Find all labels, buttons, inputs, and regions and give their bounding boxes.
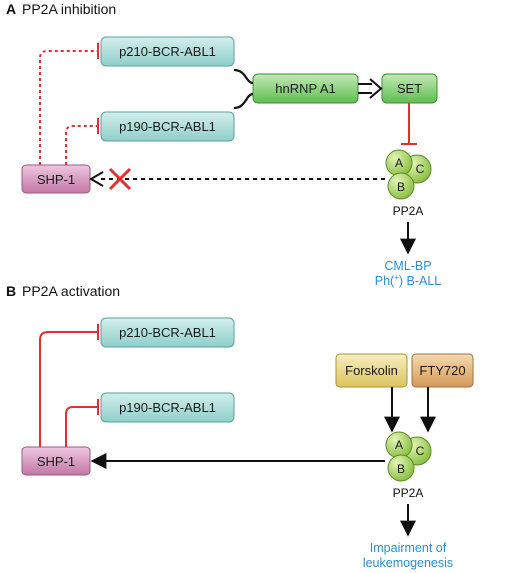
forskolin-box: Forskolin xyxy=(335,353,408,388)
panel-a-pp2a-b-label: B xyxy=(397,180,405,194)
panel-a-letter: A xyxy=(6,1,16,17)
panel-b-p210-box: p210-BCR-ABL1 xyxy=(100,317,235,348)
panel-a-shp1-inhibits-p190 xyxy=(65,118,99,165)
panel-a-shp1-inhibits-p210 xyxy=(39,43,99,165)
panel-a-p210-to-hnrnp-line xyxy=(233,68,254,85)
blocked-x-icon xyxy=(108,167,132,191)
panel-b-pp2a-label: PP2A xyxy=(393,486,424,500)
panel-a-shp1-arrowhead xyxy=(89,171,104,187)
panel-b-pp2a-c-label: C xyxy=(416,444,425,458)
panel-b-p190-label: p190-BCR-ABL1 xyxy=(119,400,216,415)
panel-a-p190-box: p190-BCR-ABL1 xyxy=(100,111,235,142)
panel-a-set-box: SET xyxy=(381,73,438,104)
panel-a-set-label: SET xyxy=(397,81,422,96)
panel-a-pp2a-c-label: C xyxy=(416,162,425,176)
panel-a-pp2a-a-label: A xyxy=(395,156,403,170)
panel-b-p190-box: p190-BCR-ABL1 xyxy=(100,392,235,423)
panel-a-p190-label: p190-BCR-ABL1 xyxy=(119,119,216,134)
panel-b-pp2a-a-label: A xyxy=(395,438,403,452)
panel-b-shp1-box: SHP-1 xyxy=(21,446,91,476)
panel-a-shp1-label: SHP-1 xyxy=(37,172,75,187)
panel-b-letter: B xyxy=(6,283,16,299)
fty720-label: FTY720 xyxy=(419,363,465,378)
panel-a-outcome-line2: Ph(+) B-ALL xyxy=(375,273,442,288)
panel-b-outcome-line2: leukemogenesis xyxy=(363,556,453,570)
panel-a-p190-to-hnrnp-line xyxy=(233,92,254,110)
panel-a-pp2a-complex: A C B xyxy=(385,149,432,200)
panel-b-outcome-line1: Impairment of xyxy=(370,541,447,555)
panel-a-p210-box: p210-BCR-ABL1 xyxy=(100,36,235,67)
panel-a-hnrnp-label: hnRNP A1 xyxy=(275,81,335,96)
panel-a-pp2a-label: PP2A xyxy=(393,204,424,218)
forskolin-label: Forskolin xyxy=(345,363,398,378)
panel-a-p210-label: p210-BCR-ABL1 xyxy=(119,44,216,59)
panel-b-shp1-label: SHP-1 xyxy=(37,454,75,469)
fty720-box: FTY720 xyxy=(411,353,474,388)
panel-a-hnrnp-to-set-arrow xyxy=(358,78,383,99)
panel-b-shp1-inhibits-p190 xyxy=(65,399,99,447)
panel-b-title: PP2A activation xyxy=(22,283,120,299)
panel-a-pp2a-subunit-b xyxy=(387,172,415,200)
panel-b-pp2a-complex: A C B xyxy=(385,431,432,482)
panel-a-set-inhibits-pp2a xyxy=(401,103,417,145)
panel-b-pp2a-subunit-b xyxy=(387,454,415,482)
panel-a-hnrnp-box: hnRNP A1 xyxy=(252,73,359,104)
panel-a-title: PP2A inhibition xyxy=(22,1,116,17)
panel-b-p210-label: p210-BCR-ABL1 xyxy=(119,325,216,340)
panel-a-shp1-box: SHP-1 xyxy=(21,164,91,194)
panel-b-pp2a-b-label: B xyxy=(397,462,405,476)
panel-a-outcome-line1: CML-BP xyxy=(384,259,431,273)
panel-b-shp1-inhibits-p210 xyxy=(39,324,99,447)
